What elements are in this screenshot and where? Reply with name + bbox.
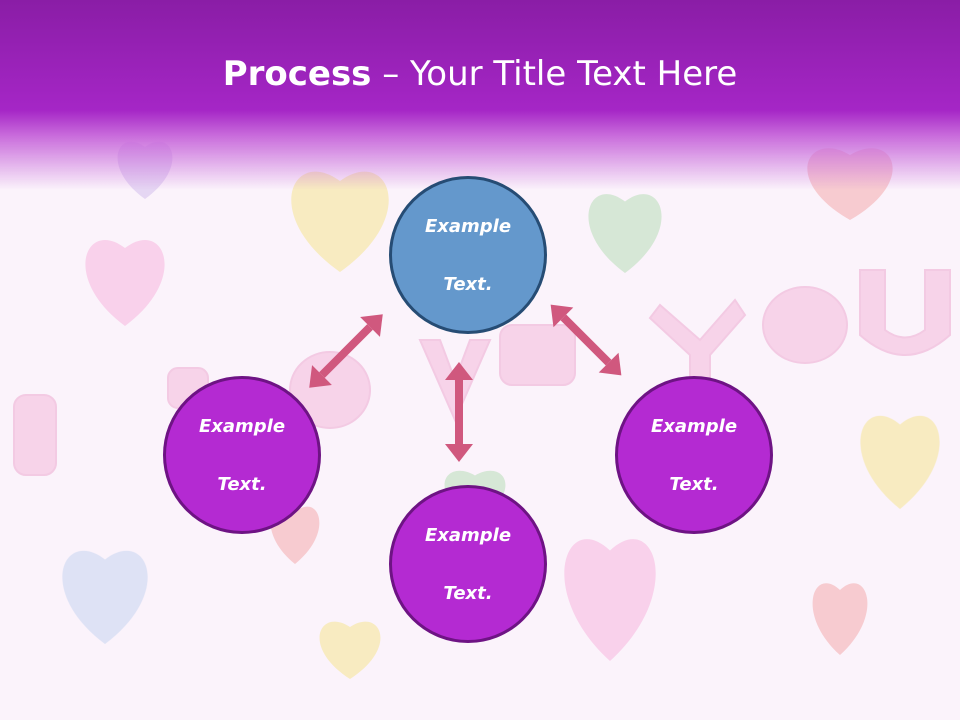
arrow-top-right: [550, 304, 622, 376]
node-bottom-line1: Example: [424, 524, 512, 546]
title-bold: Process: [222, 54, 372, 94]
arrow-vertical: [445, 362, 473, 462]
node-bottom-line2: Text.: [443, 582, 493, 604]
node-top-line1: Example: [424, 215, 512, 237]
node-left-line2: Text.: [217, 473, 267, 495]
title-rest: – Your Title Text Here: [371, 54, 738, 94]
slide-title: Process – Your Title Text Here: [0, 52, 960, 96]
node-right-line2: Text.: [669, 473, 719, 495]
node-left-line1: Example: [198, 415, 286, 437]
node-top-line2: Text.: [443, 273, 493, 295]
node-right-line1: Example: [650, 415, 738, 437]
title-bar: [0, 0, 960, 190]
arrow-top-left: [309, 314, 383, 388]
